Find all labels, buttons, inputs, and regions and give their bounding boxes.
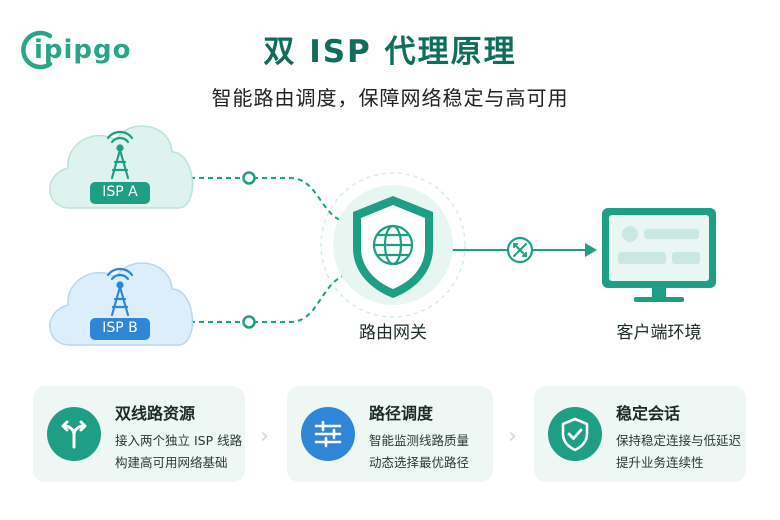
card-title: 稳定会话 — [616, 404, 681, 423]
client-label: 客户端环境 — [616, 323, 702, 343]
globe-icon — [372, 224, 414, 266]
antenna-icon-a — [106, 130, 134, 180]
card-desc-line2: 提升业务连续性 — [616, 455, 704, 470]
card-desc-line1: 接入两个独立 ISP 线路 — [115, 433, 243, 448]
feature-card-dual-line: 双线路资源 接入两个独立 ISP 线路 构建高可用网络基础 — [33, 386, 245, 482]
chevron-right-icon: › — [260, 424, 269, 449]
isp-b-label: ISP B — [102, 320, 138, 336]
gateway-node — [320, 172, 466, 318]
card-desc-line1: 智能监测线路质量 — [369, 433, 470, 448]
brand-logo: ipipgo — [20, 28, 170, 72]
gateway-label: 路由网关 — [359, 323, 427, 343]
feature-card-routing: 路径调度 智能监测线路质量 动态选择最优路径 — [287, 386, 493, 482]
card-title: 双线路资源 — [115, 404, 196, 423]
logo-ring-icon — [21, 30, 53, 70]
junction-dot-a — [242, 171, 256, 185]
shield-check-icon — [548, 407, 602, 461]
card-desc-line1: 保持稳定连接与低延迟 — [616, 433, 742, 448]
card-desc-line2: 构建高可用网络基础 — [115, 455, 228, 470]
isp-b-cloud — [49, 262, 194, 346]
page-subtitle: 智能路由调度，保障网络稳定与高可用 — [211, 86, 569, 110]
sliders-icon — [301, 407, 355, 461]
isp-a-label: ISP A — [102, 184, 138, 200]
isp-a-cloud — [49, 125, 194, 209]
split-arrows-icon — [47, 407, 101, 461]
antenna-icon-b — [106, 267, 134, 317]
client-monitor-icon — [602, 208, 716, 302]
logo-text: ipipgo — [34, 35, 132, 65]
chevron-right-icon: › — [508, 424, 517, 449]
card-desc-line2: 动态选择最优路径 — [369, 455, 470, 470]
transfer-icon — [506, 236, 534, 264]
page-title: 双 ISP 代理原理 — [263, 34, 517, 70]
card-title: 路径调度 — [369, 404, 434, 423]
feature-card-stable-session: 稳定会话 保持稳定连接与低延迟 提升业务连续性 — [534, 386, 746, 482]
junction-dot-b — [242, 315, 256, 329]
network-diagram — [49, 125, 716, 346]
